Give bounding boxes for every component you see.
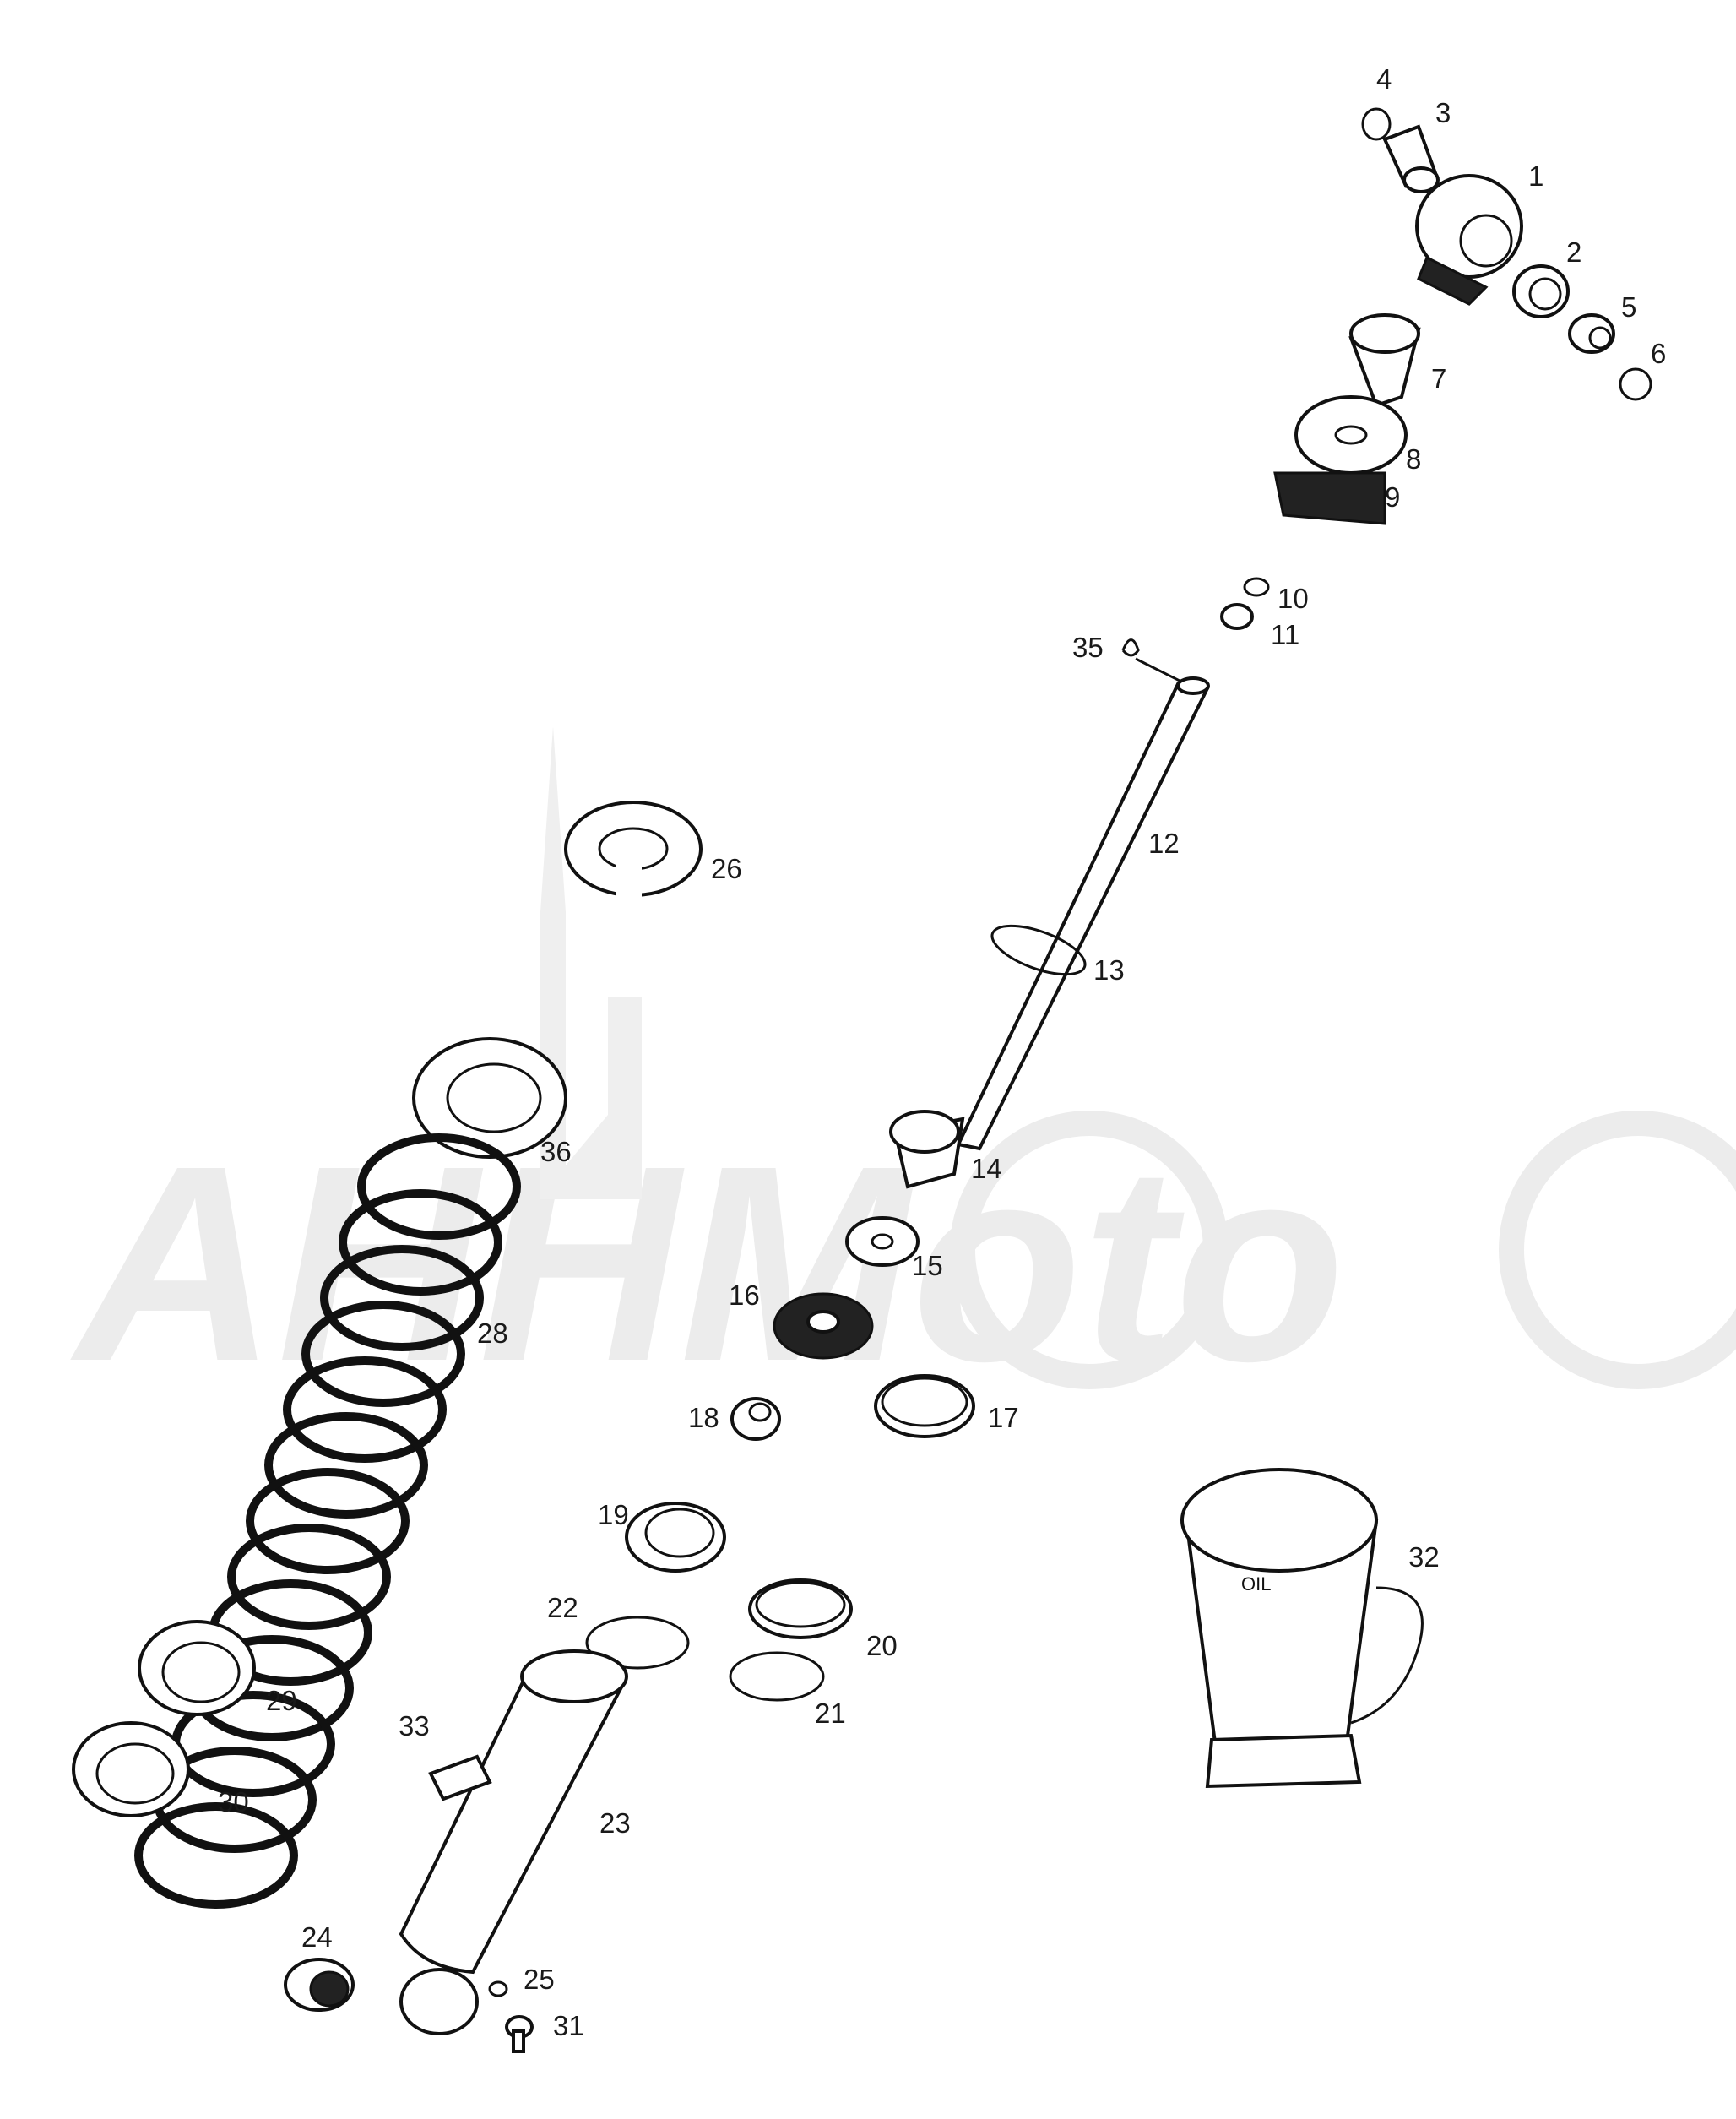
spring-coil xyxy=(339,1189,502,1296)
part-16-piston xyxy=(773,1292,874,1360)
part-17-piston-band xyxy=(874,1374,975,1438)
part-35-drop-icon xyxy=(1121,638,1140,657)
callout-24: 24 xyxy=(301,1921,333,1953)
callout-17: 17 xyxy=(988,1402,1019,1433)
watermark-wheel-front xyxy=(950,1111,1229,1389)
callout-22: 22 xyxy=(547,1592,578,1623)
callout-29: 29 xyxy=(266,1685,297,1716)
part-33-label xyxy=(428,1754,492,1801)
part-8-9-top-cap xyxy=(1273,395,1408,525)
callout-26: 26 xyxy=(711,853,742,884)
spring-coil xyxy=(246,1468,410,1574)
callout-2: 2 xyxy=(1566,236,1581,268)
part-36-spring-seat xyxy=(412,1037,567,1159)
part-18-nut xyxy=(730,1397,781,1441)
part-1-eye xyxy=(1415,174,1523,306)
callout-28: 28 xyxy=(477,1318,508,1349)
callout-20: 20 xyxy=(866,1630,898,1661)
callout-3: 3 xyxy=(1435,97,1451,128)
callout-18: 18 xyxy=(688,1402,719,1433)
callout-31: 31 xyxy=(553,2010,584,2041)
part-21-ring xyxy=(729,1651,825,1702)
spring-coil xyxy=(301,1301,465,1407)
callout-14: 14 xyxy=(971,1153,1002,1184)
spring-coil xyxy=(134,1802,298,1909)
part-12-piston-rod xyxy=(956,676,1211,1151)
part-23-damper-body xyxy=(399,1649,628,2035)
callout-7: 7 xyxy=(1431,363,1446,394)
part-11-nut xyxy=(1220,603,1254,630)
callout-36: 36 xyxy=(540,1136,572,1167)
spring-coil xyxy=(227,1524,391,1630)
oil-jug-marking: OIL xyxy=(1241,1573,1271,1595)
callout-23: 23 xyxy=(599,1807,631,1839)
callout-33: 33 xyxy=(399,1710,430,1741)
part-6-oring xyxy=(1619,367,1652,401)
part-19-rod-guide xyxy=(625,1502,726,1573)
part-25-washer xyxy=(488,1980,508,1997)
part-32-oil-jug: OIL xyxy=(1180,1468,1424,1789)
callout-1: 1 xyxy=(1528,160,1543,192)
callout-35: 35 xyxy=(1072,632,1104,663)
watermark-wheel-rear xyxy=(1499,1111,1736,1389)
part-24-bushing xyxy=(284,1958,355,2012)
part-13-oring xyxy=(990,924,1087,976)
part-35-leader xyxy=(1135,657,1187,686)
callout-15: 15 xyxy=(912,1250,943,1281)
spring-coil xyxy=(320,1245,484,1351)
part-3-bushing xyxy=(1382,124,1440,193)
callout-4: 4 xyxy=(1376,63,1392,95)
callout-10: 10 xyxy=(1278,583,1309,614)
spring-coil xyxy=(283,1356,447,1463)
callout-25: 25 xyxy=(524,1964,555,1995)
spring-coil xyxy=(264,1412,428,1519)
callout-12: 12 xyxy=(1148,828,1180,859)
callout-9: 9 xyxy=(1385,481,1400,513)
part-30-adjusting-nut xyxy=(72,1721,190,1817)
part-4-oring xyxy=(1361,107,1392,141)
callout-19: 19 xyxy=(598,1499,629,1530)
callout-5: 5 xyxy=(1621,291,1636,323)
part-14-bump-stop xyxy=(889,1110,965,1189)
part-10-oring xyxy=(1243,577,1270,597)
part-5-bushing xyxy=(1568,313,1615,354)
part-15-washer xyxy=(845,1216,920,1267)
watermark: AHHMoto xyxy=(68,726,1736,1419)
callout-labels: 1234567891011121314151617181920212223242… xyxy=(218,63,1666,2041)
part-2-bushing xyxy=(1512,264,1570,318)
callout-6: 6 xyxy=(1651,338,1666,369)
part-29-lock-nut xyxy=(138,1620,256,1716)
part-31-screw xyxy=(505,2015,534,2053)
part-7-buffer xyxy=(1348,313,1421,408)
callout-8: 8 xyxy=(1406,443,1421,475)
callout-16: 16 xyxy=(729,1280,760,1311)
part-20-band xyxy=(748,1578,853,1639)
callout-11: 11 xyxy=(1271,619,1299,650)
part-28-coil-spring xyxy=(134,1133,521,1909)
part-26-spring-seat xyxy=(564,801,703,899)
part-22-ring xyxy=(585,1616,690,1670)
watermark-skyline xyxy=(540,726,642,1199)
spring-coil xyxy=(357,1133,521,1240)
callout-21: 21 xyxy=(815,1698,846,1729)
callout-32: 32 xyxy=(1408,1541,1440,1573)
callout-30: 30 xyxy=(218,1786,249,1817)
callout-13: 13 xyxy=(1093,954,1125,986)
